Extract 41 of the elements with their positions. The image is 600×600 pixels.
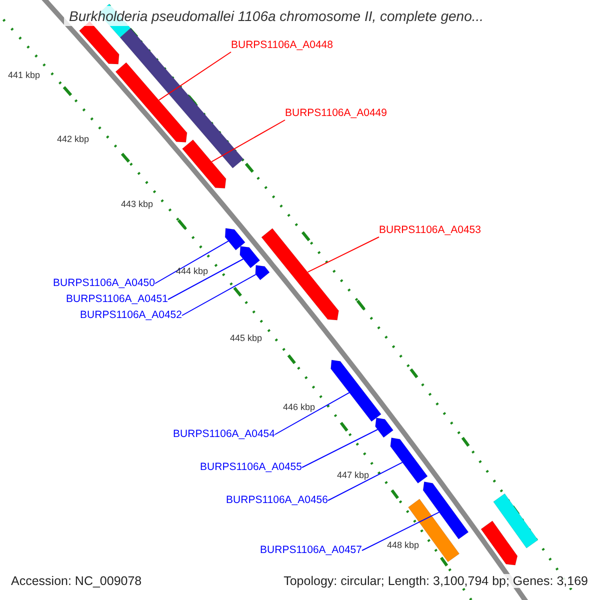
leader-line [154, 240, 229, 284]
info-text: Topology: circular; Length: 3,100,794 bp; Genes: 3,169 [282, 574, 590, 588]
scale-label: 446 kbp [283, 402, 316, 413]
gene-label: BURPS1106A_A0455 [200, 461, 302, 474]
gene-feature [182, 139, 226, 189]
scale-label: 445 kbp [230, 333, 262, 344]
info-text: Accession: NC_009078 [9, 574, 144, 588]
gene-label: BURPS1106A_A0453 [379, 224, 481, 237]
scale-label: 447 kbp [337, 470, 370, 481]
gene-feature [115, 62, 188, 142]
leader-line [362, 512, 440, 551]
leader-line [328, 462, 403, 501]
leader-line [182, 274, 256, 316]
gene-label: BURPS1106A_A0456 [226, 494, 328, 507]
scale-label: 442 kbp [57, 134, 90, 145]
gene-feature [224, 228, 246, 250]
gene-feature [390, 438, 428, 484]
gene-feature [255, 264, 270, 280]
gene-feature [330, 360, 382, 422]
gene-feature [375, 418, 394, 438]
leader-line [158, 52, 232, 101]
gene-feature [480, 520, 518, 566]
gene-feature [422, 481, 469, 540]
scale-label: 444 kbp [176, 266, 208, 277]
leader-line [302, 429, 378, 468]
leader-line [274, 392, 350, 435]
scale-label: 448 kbp [387, 540, 420, 551]
gene-label: BURPS1106A_A0452 [80, 309, 182, 322]
scale-label: 441 kbp [8, 70, 40, 81]
leader-line [168, 258, 244, 300]
gene-label: BURPS1106A_A0451 [66, 293, 168, 306]
leader-line [211, 120, 286, 162]
scale-label: 443 kbp [121, 199, 154, 210]
gene-label: BURPS1106A_A0449 [285, 107, 387, 120]
gene-label: BURPS1106A_A0454 [173, 428, 275, 441]
gene-track-feature [493, 493, 538, 548]
gene-label: BURPS1106A_A0448 [231, 39, 333, 52]
gene-label: BURPS1106A_A0457 [260, 544, 362, 557]
gene-label: BURPS1106A_A0450 [53, 277, 155, 290]
leader-line [307, 236, 380, 273]
gene-feature [261, 228, 339, 320]
